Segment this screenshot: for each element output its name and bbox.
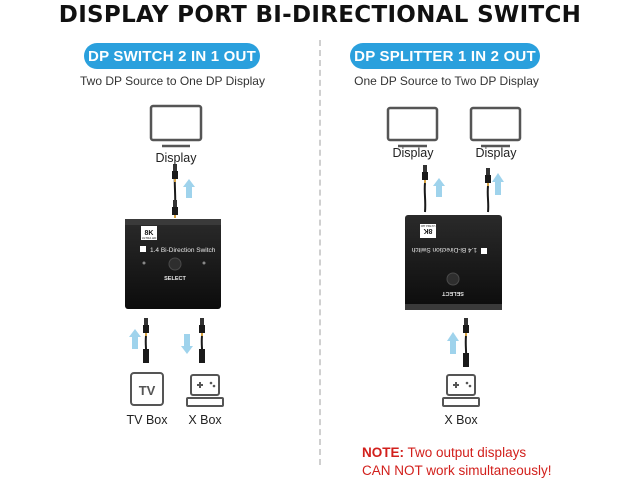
tv-box-icon: TV bbox=[130, 372, 164, 406]
section-divider bbox=[319, 40, 321, 465]
xbox-label: X Box bbox=[188, 413, 222, 427]
output-cable-1 bbox=[422, 165, 428, 213]
svg-text:ULTRA HD: ULTRA HD bbox=[420, 224, 435, 228]
input-cable-1 bbox=[143, 318, 149, 363]
switch-device: 8K ULTRA HD 1.4 Bi-Direction Switch SELE… bbox=[125, 219, 221, 309]
splitter-device: 8K ULTRA HD 1.4 Bi-Direction Switch SELE… bbox=[405, 215, 502, 310]
arrow-up-icon bbox=[183, 179, 195, 198]
display-label-2: Display bbox=[475, 146, 517, 160]
badge-8k: 8K bbox=[145, 230, 154, 237]
display-label-1: Display bbox=[392, 146, 434, 160]
note-prefix: NOTE: bbox=[362, 445, 404, 460]
xbox-label: X Box bbox=[444, 413, 478, 427]
note-line-2: CAN NOT work simultaneously! bbox=[362, 463, 552, 478]
arrow-up-icon bbox=[447, 332, 459, 354]
arrow-up-icon bbox=[492, 173, 504, 195]
arrow-down-icon bbox=[181, 334, 193, 354]
dp-splitter-subtitle: One DP Source to Two DP Display bbox=[354, 74, 539, 88]
dp-splitter-pill: DP SPLITTER 1 IN 2 OUT bbox=[350, 43, 540, 69]
device-model-text: 1.4 Bi-Direction Switch bbox=[150, 247, 216, 254]
dp-switch-subtitle: Two DP Source to One DP Display bbox=[80, 74, 265, 88]
arrow-up-icon bbox=[129, 329, 141, 349]
svg-text:8K: 8K bbox=[424, 227, 433, 234]
display-label: Display bbox=[155, 151, 197, 165]
output-cable bbox=[172, 164, 178, 218]
select-button-label: SELECT bbox=[164, 276, 186, 282]
display-monitor-icon bbox=[469, 106, 522, 148]
arrow-up-icon bbox=[433, 178, 445, 197]
note-line-1: Two output displays bbox=[404, 445, 527, 460]
svg-text:TV: TV bbox=[139, 383, 156, 398]
display-monitor-icon bbox=[386, 106, 439, 148]
xbox-console-icon bbox=[442, 374, 480, 407]
dp-switch-pill: DP SWITCH 2 IN 1 OUT bbox=[84, 43, 260, 69]
tv-box-label: TV Box bbox=[126, 413, 168, 427]
page-title: DISPLAY PORT BI-DIRECTIONAL SWITCH bbox=[58, 2, 582, 28]
svg-text:1.4 Bi-Direction Switch: 1.4 Bi-Direction Switch bbox=[411, 246, 477, 253]
xbox-console-icon bbox=[186, 374, 224, 407]
output-cable-2 bbox=[485, 168, 491, 213]
input-cable bbox=[463, 318, 469, 367]
input-cable-2 bbox=[199, 318, 205, 363]
badge-ultra-hd: ULTRA HD bbox=[142, 236, 157, 240]
svg-text:SELECT: SELECT bbox=[442, 290, 464, 296]
warning-note: NOTE: Two output displays CAN NOT work s… bbox=[362, 444, 552, 480]
display-monitor-icon bbox=[149, 104, 203, 148]
